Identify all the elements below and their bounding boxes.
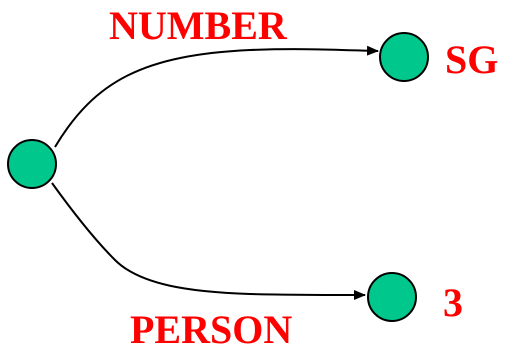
edge-label-number: NUMBER: [109, 3, 287, 48]
node-value-3: 3: [443, 280, 463, 325]
edge-number: [54, 45, 379, 148]
node-3: [367, 272, 417, 322]
edge-person: [51, 182, 366, 300]
node-sg: [379, 32, 429, 82]
root-node: [7, 139, 57, 189]
edge-label-person: PERSON: [130, 307, 293, 352]
node-value-sg: SG: [445, 37, 499, 82]
